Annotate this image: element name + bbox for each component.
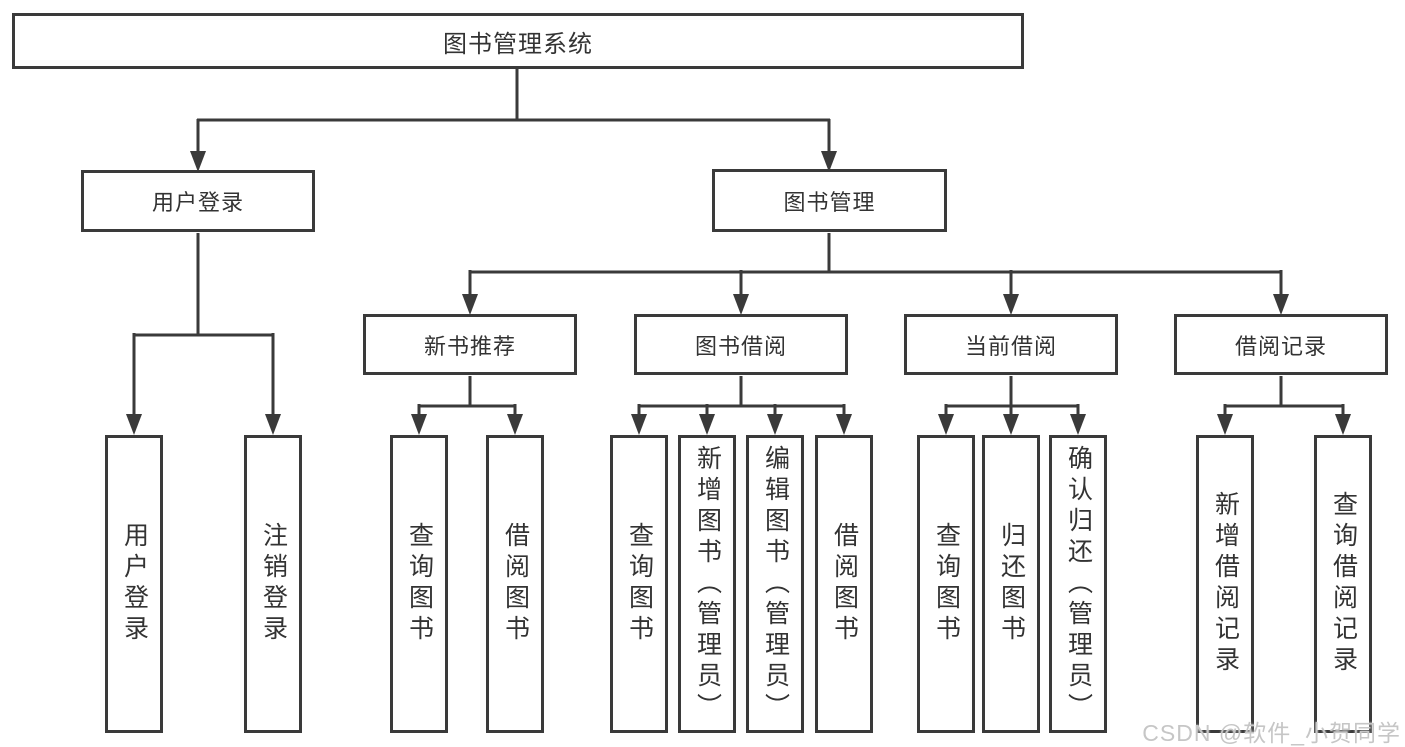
arrowhead	[767, 414, 783, 435]
connector-paths	[132, 69, 1345, 415]
arrowhead	[507, 414, 523, 435]
node-label: 查询借阅记录	[1329, 491, 1358, 677]
connector-bookborrow-to-leaves	[637, 376, 846, 415]
arrowhead	[1003, 294, 1019, 315]
node-label: 归还图书	[997, 522, 1026, 646]
leaf-confirm-return-admin: 确认归还（管理员）	[1049, 435, 1107, 733]
node-library-management-system: 图书管理系统	[12, 13, 1024, 69]
node-book-borrowing: 图书借阅	[634, 314, 848, 375]
node-new-book-recommend: 新书推荐	[363, 314, 577, 375]
node-label: 借阅记录	[1234, 333, 1327, 359]
arrowhead	[265, 414, 281, 435]
node-label: 查询图书	[932, 522, 961, 646]
node-label: 编辑图书（管理员）	[761, 444, 790, 724]
leaf-logout: 注销登录	[244, 435, 302, 733]
leaf-edit-book-admin: 编辑图书（管理员）	[746, 435, 804, 733]
node-label: 图书管理系统	[443, 30, 593, 58]
node-label: 借阅图书	[501, 522, 530, 646]
node-label: 图书借阅	[694, 333, 787, 359]
node-label: 当前借阅	[964, 333, 1057, 359]
node-label: 图书管理	[783, 189, 876, 215]
arrowhead	[938, 414, 954, 435]
leaf-add-book-admin: 新增图书（管理员）	[678, 435, 736, 733]
node-label: 新增图书（管理员）	[693, 444, 722, 724]
leaf-query-books-newrec: 查询图书	[390, 435, 448, 733]
arrowhead	[411, 414, 427, 435]
arrowhead	[1003, 414, 1019, 435]
connector-newbookrec-to-leaves	[417, 376, 517, 415]
node-label: 确认归还（管理员）	[1064, 444, 1093, 724]
arrowhead	[462, 294, 478, 315]
node-label: 注销登录	[259, 522, 288, 646]
arrowhead	[1335, 414, 1351, 435]
node-user-login: 用户登录	[81, 170, 315, 232]
leaf-return-books: 归还图书	[982, 435, 1040, 733]
node-book-management: 图书管理	[712, 169, 947, 232]
connector-bookmgmt-to-level3	[468, 233, 1283, 296]
node-borrowing-records: 借阅记录	[1174, 314, 1388, 375]
leaf-borrow-books-newrec: 借阅图书	[486, 435, 544, 733]
arrowhead	[1273, 294, 1289, 315]
leaf-query-books-current: 查询图书	[917, 435, 975, 733]
node-label: 新书推荐	[423, 333, 516, 359]
arrowhead	[733, 294, 749, 315]
leaf-add-borrow-record: 新增借阅记录	[1196, 435, 1254, 733]
leaf-borrow-books: 借阅图书	[815, 435, 873, 733]
connector-userlogin-to-leaves	[132, 233, 275, 415]
arrowheads	[126, 151, 1351, 435]
leaf-query-borrow-record: 查询借阅记录	[1314, 435, 1372, 733]
arrowhead	[1217, 414, 1233, 435]
node-label: 新增借阅记录	[1211, 491, 1240, 677]
csdn-watermark: CSDN @软件_小贺同学	[1142, 720, 1401, 746]
arrowhead	[699, 414, 715, 435]
arrowhead	[1070, 414, 1086, 435]
leaf-query-books-borrow: 查询图书	[610, 435, 668, 733]
connector-root-to-level2	[196, 69, 831, 152]
arrowhead	[126, 414, 142, 435]
arrowhead	[631, 414, 647, 435]
arrowhead	[190, 151, 206, 172]
connector-borrowrecords-to-leaves	[1223, 376, 1345, 415]
node-label: 查询图书	[405, 522, 434, 646]
node-label: 借阅图书	[830, 522, 859, 646]
connector-currentborrow-to-leaves	[944, 376, 1080, 415]
arrowhead	[821, 151, 837, 172]
node-label: 用户登录	[151, 190, 244, 215]
leaf-user-login: 用户登录	[105, 435, 163, 733]
node-label: 用户登录	[120, 522, 149, 646]
node-label: 查询图书	[625, 522, 654, 646]
arrowhead	[836, 414, 852, 435]
node-current-borrowing: 当前借阅	[904, 314, 1118, 375]
